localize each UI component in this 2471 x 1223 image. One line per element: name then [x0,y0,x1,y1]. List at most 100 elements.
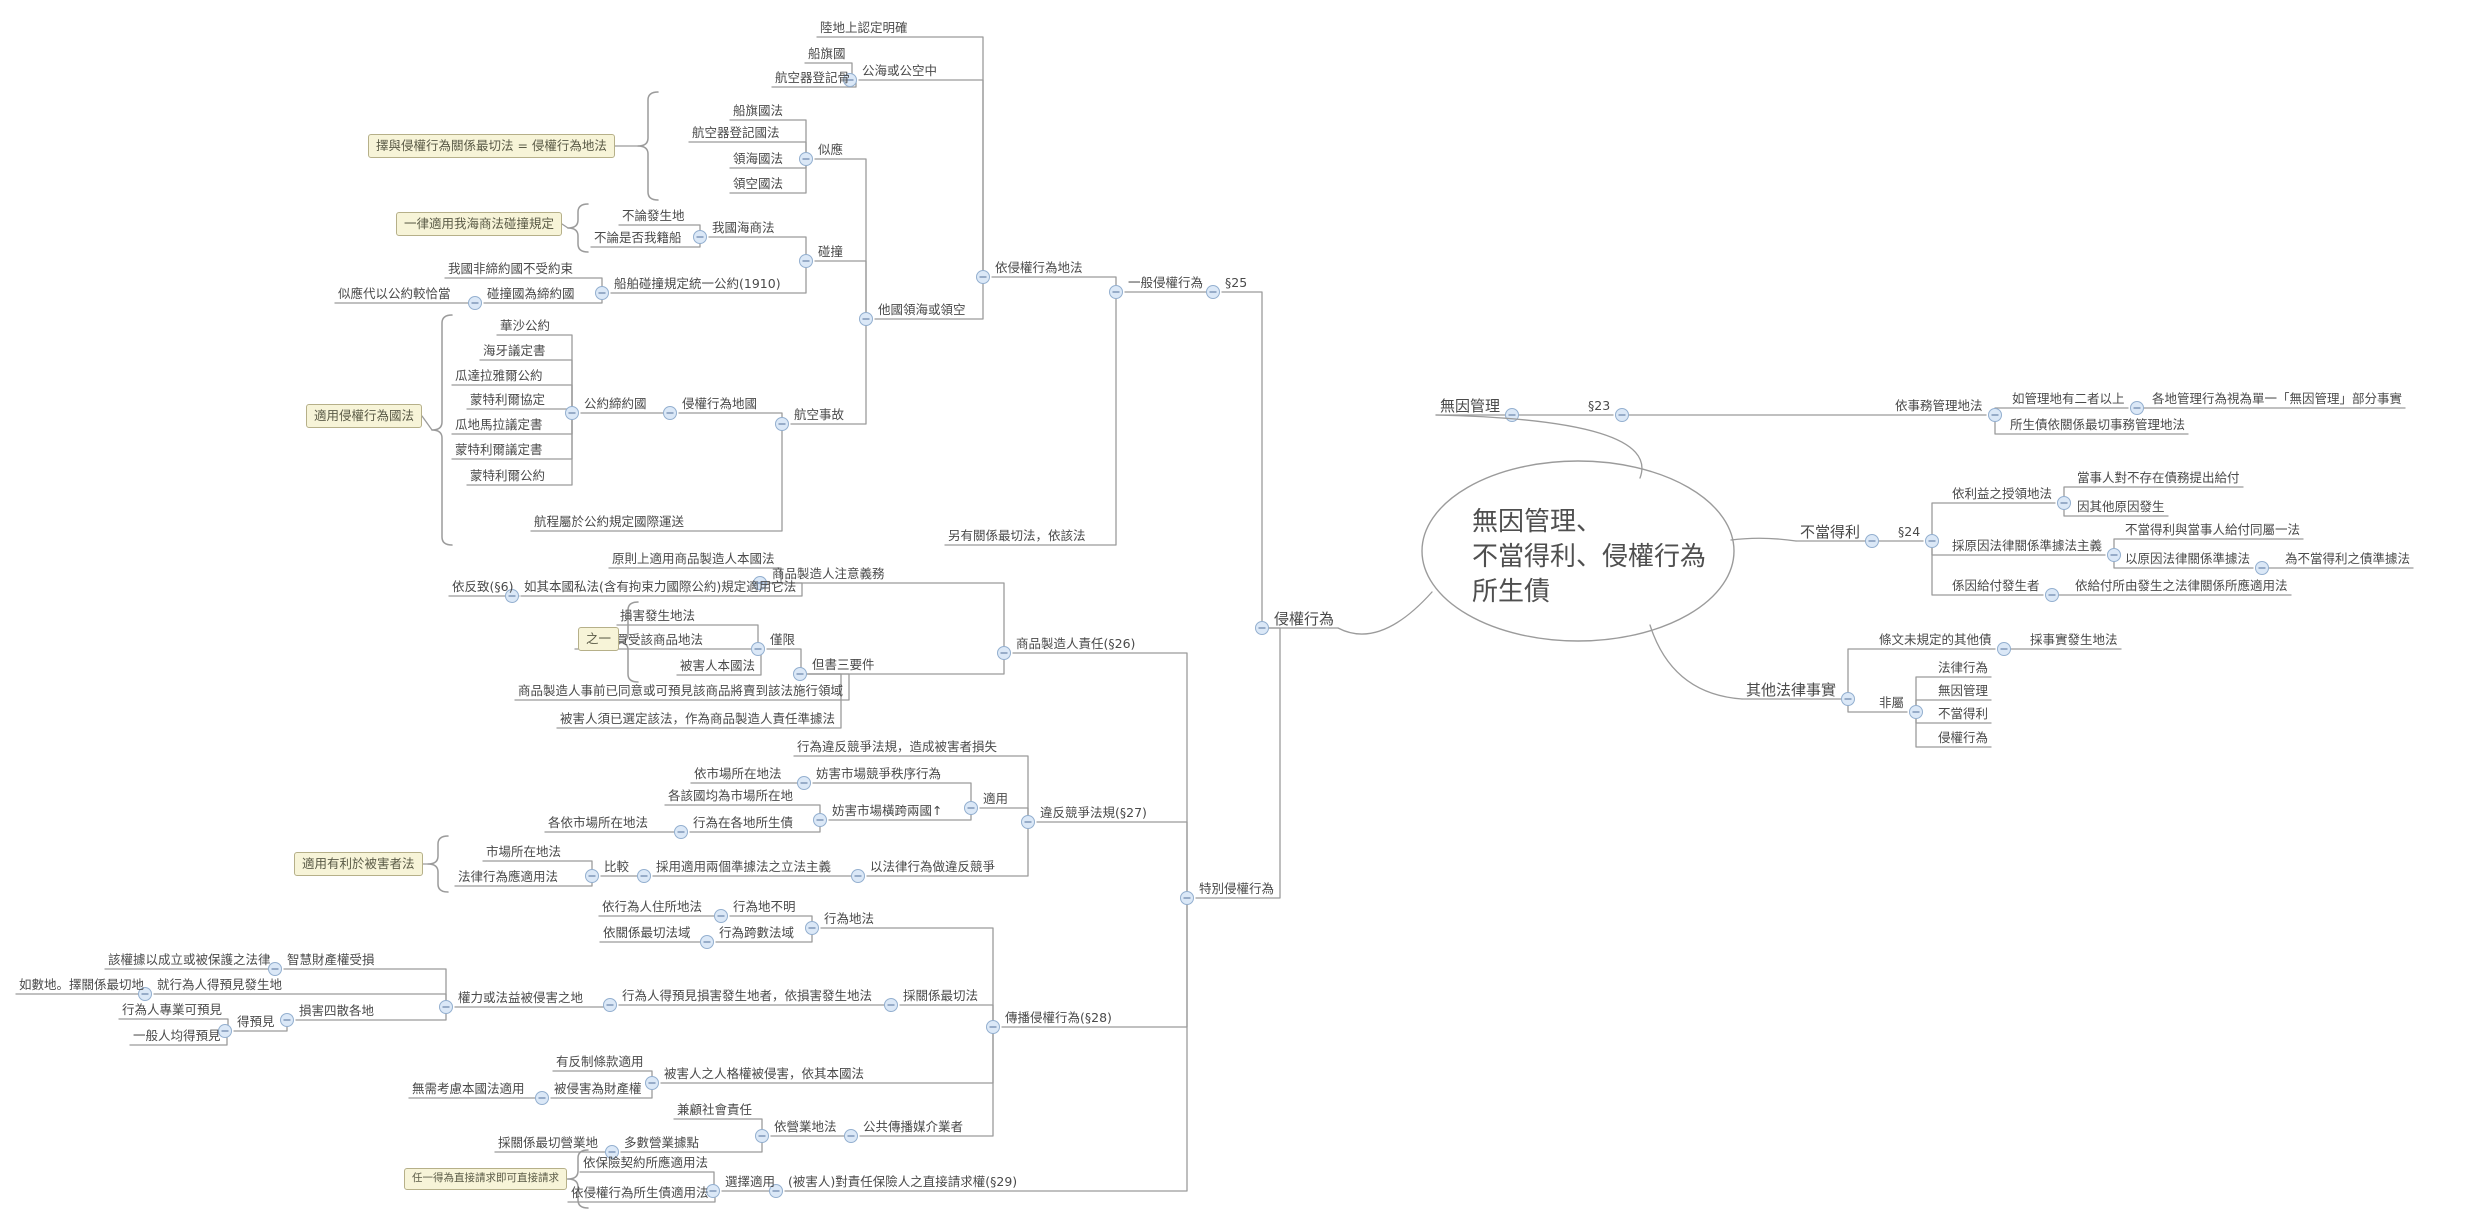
topic-label[interactable]: 瓜地馬拉議定書 [455,417,543,432]
topic-label[interactable]: 航空事故 [794,407,845,422]
topic-label[interactable]: 但書三要件 [812,657,875,672]
collapse-icon[interactable] [976,270,990,284]
collapse-icon[interactable] [637,869,651,883]
collapse-icon[interactable] [884,998,898,1012]
topic-label[interactable]: 採事實發生地法 [2030,632,2118,647]
topic-label[interactable]: §23 [1588,398,1611,413]
collapse-icon[interactable] [280,1013,294,1027]
topic-label[interactable]: §25 [1225,275,1248,290]
topic-label[interactable]: 非屬 [1879,695,1905,710]
topic-label[interactable]: 行為地法 [824,911,875,926]
collapse-icon[interactable] [851,869,865,883]
topic-label[interactable]: 依侵權行為所生債適用法 [571,1185,709,1200]
topic-label[interactable]: 侵權行為 [1938,730,1989,745]
topic-label[interactable]: 原則上適用商品製造人本國法 [612,551,775,566]
topic-label[interactable]: (被害人)對責任保險人之直接請求權(§29) [788,1174,1018,1189]
topic-label[interactable]: 不當得利與當事人給付同屬一法 [2125,522,2301,537]
topic-label[interactable]: 蒙特利爾議定書 [455,442,543,457]
collapse-icon[interactable] [997,646,1011,660]
collapse-icon[interactable] [2057,496,2071,510]
topic-label[interactable]: 比較 [604,859,630,874]
topic-label[interactable]: 船旗國法 [733,103,784,118]
topic-label[interactable]: 船旗國 [808,46,846,61]
collapse-icon[interactable] [797,776,811,790]
collapse-icon[interactable] [1841,692,1855,706]
topic-label[interactable]: 兼顧社會責任 [677,1102,753,1117]
topic-label[interactable]: 傳播侵權行為(§28) [1005,1010,1112,1025]
collapse-icon[interactable] [755,1129,769,1143]
collapse-icon[interactable] [1909,705,1923,719]
topic-label[interactable]: 領海國法 [733,151,784,166]
topic-label[interactable]: 依反致(§6) [452,579,514,594]
topic-label[interactable]: 違反競爭法規(§27) [1040,805,1147,820]
collapse-icon[interactable] [799,254,813,268]
topic-label[interactable]: 不當得利 [1800,523,1861,541]
collapse-icon[interactable] [1925,534,1939,548]
topic-label[interactable]: 被害人之人格權被侵害，依其本國法 [664,1066,865,1081]
collapse-icon[interactable] [706,1184,720,1198]
topic-label[interactable]: 航程屬於公約規定國際運送 [534,514,685,529]
topic-label[interactable]: 損害四散各地 [299,1003,375,1018]
topic-label[interactable]: 因其他原因發生 [2077,499,2165,514]
collapse-icon[interactable] [799,152,813,166]
collapse-icon[interactable] [844,1129,858,1143]
topic-label[interactable]: 陸地上認定明確 [820,20,908,35]
topic-label[interactable]: 他國領海或領空 [878,302,966,317]
topic-label[interactable]: 無因管理 [1440,397,1501,415]
topic-label[interactable]: 商品製造人注意義務 [772,566,885,581]
topic-label[interactable]: 依行為人住所地法 [602,899,703,914]
callout[interactable]: 之一 [578,627,620,652]
topic-label[interactable]: 侵權行為地國 [682,396,758,411]
topic-label[interactable]: 損害發生地法 [620,608,696,623]
topic-label[interactable]: 就行為人得預見發生地 [157,977,283,992]
collapse-icon[interactable] [1988,408,2002,422]
topic-label[interactable]: 依市場所在地法 [694,766,782,781]
topic-label[interactable]: 採用適用兩個準據法之立法主義 [656,859,832,874]
collapse-icon[interactable] [595,286,609,300]
topic-label[interactable]: 以原因法律關係準據法 [2125,551,2251,566]
collapse-icon[interactable] [1615,408,1629,422]
topic-label[interactable]: 智慧財產權受損 [287,952,375,967]
topic-label[interactable]: 一般侵權行為 [1128,275,1204,290]
topic-label[interactable]: 依利益之授領地法 [1952,486,2053,501]
topic-label[interactable]: 被侵害為財產權 [554,1081,642,1096]
collapse-icon[interactable] [805,921,819,935]
topic-label[interactable]: 碰撞 [818,244,844,259]
topic-label[interactable]: 各地管理行為視為單一「無因管理」部分事實 [2152,391,2403,406]
collapse-icon[interactable] [468,296,482,310]
topic-label[interactable]: 似應 [818,142,844,157]
topic-label[interactable]: 被害人本國法 [680,658,756,673]
collapse-icon[interactable] [439,1000,453,1014]
collapse-icon[interactable] [645,1076,659,1090]
topic-label[interactable]: 華沙公約 [500,318,551,333]
collapse-icon[interactable] [964,801,978,815]
topic-label[interactable]: 公約締約國 [584,396,647,411]
collapse-icon[interactable] [700,935,714,949]
topic-label[interactable]: 依侵權行為地法 [995,260,1083,275]
collapse-icon[interactable] [775,417,789,431]
collapse-icon[interactable] [1021,815,1035,829]
collapse-icon[interactable] [753,576,767,590]
collapse-icon[interactable] [1180,891,1194,905]
topic-label[interactable]: 依保險契約所應適用法 [583,1155,709,1170]
collapse-icon[interactable] [693,230,707,244]
topic-label[interactable]: 如管理地有二者以上 [2012,391,2125,406]
topic-label[interactable]: 不論發生地 [622,208,685,223]
topic-label[interactable]: 以法律行為做違反競爭 [870,859,996,874]
collapse-icon[interactable] [813,813,827,827]
topic-label[interactable]: 航空器登記國法 [692,125,780,140]
topic-label[interactable]: 係因給付發生者 [1952,578,2040,593]
topic-label[interactable]: 僅限 [770,632,796,647]
central-topic-line[interactable]: 不當得利、侵權行為 [1472,541,1707,572]
topic-label[interactable]: 海牙議定書 [483,343,546,358]
collapse-icon[interactable] [1865,534,1879,548]
topic-label[interactable]: 各依市場所在地法 [548,815,649,830]
topic-label[interactable]: 多數營業據點 [624,1135,700,1150]
topic-label[interactable]: 妨害市場競爭秩序行為 [816,766,942,781]
topic-label[interactable]: 行為跨數法域 [719,925,795,940]
topic-label[interactable]: 不當得利 [1938,706,1989,721]
topic-label[interactable]: 有反制條款適用 [556,1054,644,1069]
topic-label[interactable]: 碰撞國為締約國 [487,286,575,301]
central-topic-line[interactable]: 無因管理、 [1472,506,1603,537]
topic-label[interactable]: 無因管理 [1938,683,1989,698]
